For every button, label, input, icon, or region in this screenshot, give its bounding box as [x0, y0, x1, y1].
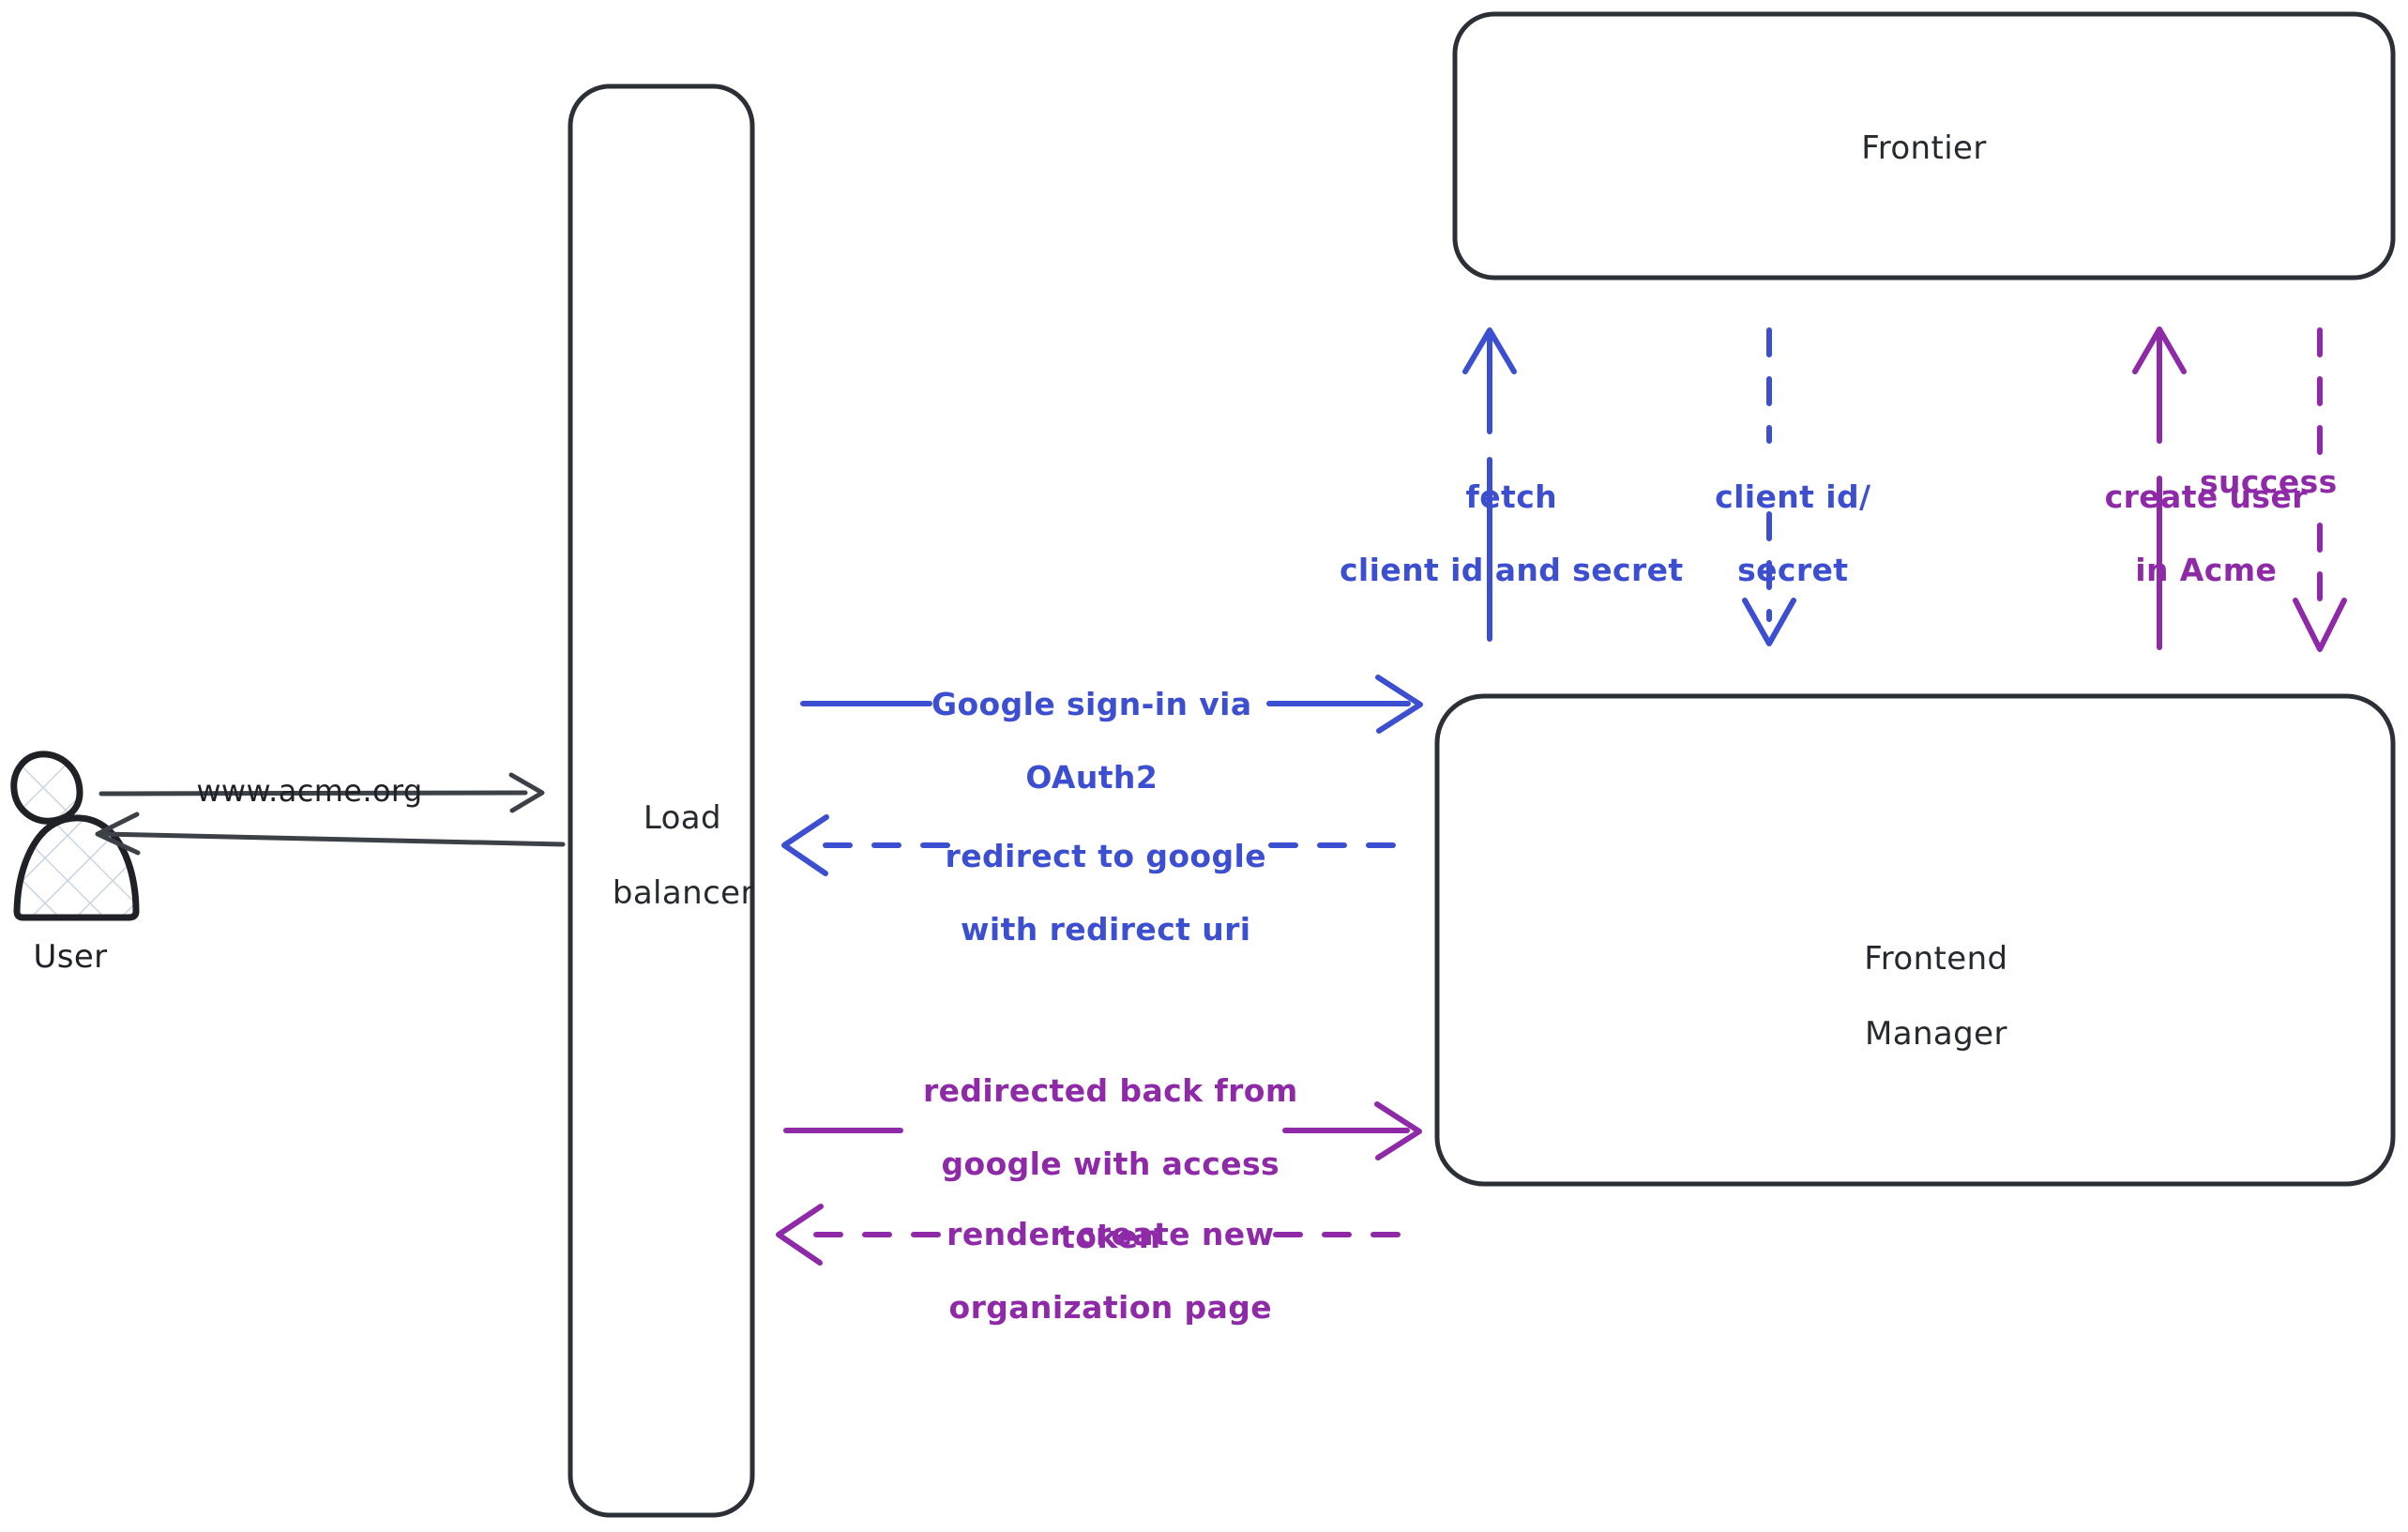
edge-label-token-line1: redirected back from: [922, 1071, 1298, 1109]
edge-create-user-success-arrow: [2293, 327, 2347, 652]
frontend-manager-label-line2: Manager: [1865, 1015, 2007, 1054]
edge-user-to-load-balancer-arrow: [98, 772, 545, 813]
edge-label-redirect-to-google-line2: with redirect uri: [961, 910, 1251, 948]
person-icon: [10, 751, 140, 921]
frontend-manager-label: Frontend Manager: [1437, 903, 2393, 1091]
load-balancer-label-line2: balancer: [612, 874, 754, 913]
frontier-box[interactable]: [1452, 11, 2396, 281]
edge-label-render-create-new-organization-page: render create new organization page: [877, 1180, 1299, 1363]
edge-label-fetch-line1: fetch: [1465, 478, 1558, 515]
edge-create-user-in-acme-arrow: [2132, 326, 2187, 650]
edge-label-create-user-line1: create user: [2104, 478, 2308, 515]
edge-fetch-client-id-and-secret-arrow: [1462, 327, 1517, 642]
edge-label-render-line2: organization page: [948, 1288, 1273, 1326]
edge-label-redirect-to-google: redirect to google with redirect uri: [882, 802, 1285, 985]
edge-label-www-acme-org: www.acme.org: [196, 773, 423, 809]
edge-label-google-signin-line1: Google sign-in via: [931, 685, 1252, 722]
edge-label-google-signin-line2: OAuth2: [1025, 758, 1159, 796]
edge-label-render-line1: render create new: [947, 1215, 1275, 1252]
edge-render-create-new-organization-page-arrow: [776, 1204, 1410, 1266]
load-balancer-label: Load balancer: [570, 762, 754, 950]
edge-label-create-user-success: success: [2200, 463, 2338, 500]
edge-label-token-line2: google with access: [941, 1145, 1280, 1182]
edge-label-create-user-line2: in Acme: [2135, 551, 2278, 588]
edge-label-fetch-client-id-and-secret: fetch client id and secret: [1243, 443, 1735, 626]
edge-redirect-to-google-arrow: [781, 814, 1411, 876]
edge-label-token-line3: token: [1060, 1218, 1161, 1255]
load-balancer-label-line1: Load: [643, 799, 721, 838]
frontier-label: Frontier: [1861, 129, 1987, 167]
edge-label-fetch-line2: client id and secret: [1339, 551, 1684, 588]
edge-client-id-secret-response-arrow: [1742, 327, 1796, 646]
user-actor-label: User: [33, 938, 108, 976]
edge-load-balancer-to-user-arrow: [95, 812, 566, 856]
edge-label-client-id-secret-line2: secret: [1737, 551, 1849, 588]
edge-label-client-id-secret-line1: client id/: [1715, 478, 1871, 515]
edge-redirected-back-with-access-token-arrow: [783, 1101, 1422, 1160]
load-balancer-box[interactable]: [568, 83, 755, 1518]
edge-label-google-signin-oauth2: Google sign-in via OAuth2: [863, 650, 1276, 833]
edge-google-signin-oauth2-arrow: [800, 675, 1423, 734]
edge-label-redirected-back-with-access-token: redirected back from google with access …: [877, 1037, 1299, 1293]
edge-label-redirect-to-google-line1: redirect to google: [945, 837, 1267, 874]
frontend-manager-label-line1: Frontend: [1864, 940, 2008, 978]
frontend-manager-box[interactable]: [1434, 693, 2396, 1187]
edge-label-create-user-in-acme: create user in Acme: [2043, 443, 2325, 626]
edge-label-client-id-secret: client id/ secret: [1656, 443, 1886, 626]
